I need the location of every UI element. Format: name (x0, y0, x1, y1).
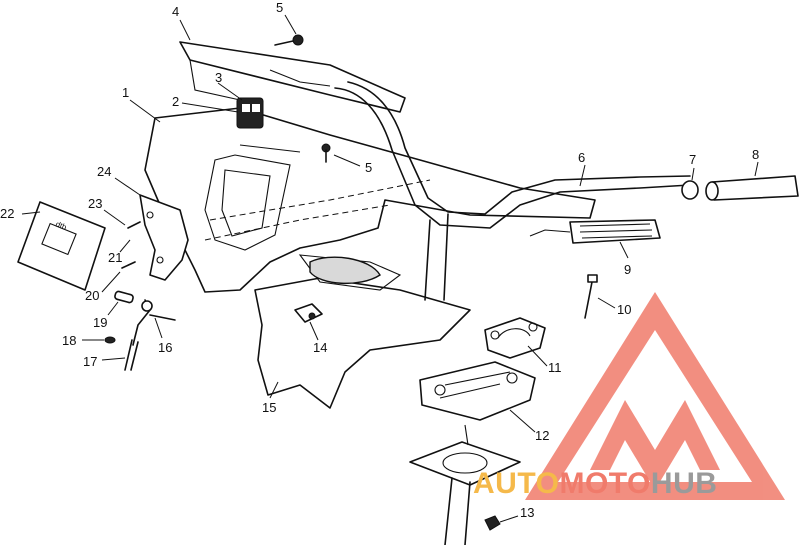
callout-5a: 5 (276, 0, 297, 35)
callout-18: 18 (62, 333, 104, 348)
callout-24: 24 (97, 164, 141, 196)
svg-text:AUTOMOTOHUB: AUTOMOTOHUB (473, 467, 717, 500)
callout-8: 8 (752, 147, 759, 177)
part-end-cap (681, 180, 699, 200)
callout-label: 16 (158, 340, 172, 355)
callout-label: 3 (215, 70, 222, 85)
callout-7: 7 (689, 152, 696, 181)
watermark-part-auto: AUTO (473, 467, 559, 500)
callout-12: 12 (509, 409, 549, 443)
callout-6: 6 (578, 150, 586, 187)
part-headlight-pod (144, 107, 596, 293)
callout-label: 13 (520, 505, 534, 520)
part-bolt (584, 274, 598, 319)
watermark-text: AUTOMOTOHUB (473, 467, 717, 500)
callout-9: 9 (619, 241, 631, 277)
svg-text:dtb: dtb (54, 220, 68, 233)
callout-label: 17 (83, 354, 97, 369)
part-lower-clamp (419, 361, 536, 421)
part-steering-post (409, 424, 521, 545)
part-right-grip (705, 175, 799, 201)
callout-23: 23 (88, 196, 126, 226)
part-screw-mid (321, 143, 331, 163)
callout-label: 4 (172, 4, 179, 19)
callout-4: 4 (172, 4, 191, 41)
callout-label: 7 (689, 152, 696, 167)
callout-label: 5 (276, 0, 283, 15)
callout-label: 9 (624, 262, 631, 277)
callout-label: 10 (617, 302, 631, 317)
callout-10: 10 (597, 297, 631, 317)
callout-17: 17 (83, 354, 126, 369)
callout-label: 24 (97, 164, 111, 179)
callout-label: 20 (85, 288, 99, 303)
callout-label: 14 (313, 340, 327, 355)
part-handlebar (334, 81, 691, 301)
callout-label: 12 (535, 428, 549, 443)
part-bracket (121, 194, 189, 281)
callout-16: 16 (154, 317, 172, 355)
callout-14: 14 (309, 321, 327, 355)
part-screw-top (274, 34, 304, 46)
callout-label: 19 (93, 315, 107, 330)
part-upper-clamp (484, 317, 546, 359)
logo-m-shape (590, 400, 720, 490)
callout-label: 23 (88, 196, 102, 211)
callout-2: 2 (172, 94, 239, 113)
callout-label: 18 (62, 333, 76, 348)
callout-3: 3 (215, 70, 243, 101)
callout-5b: 5 (333, 154, 372, 175)
callout-21: 21 (108, 239, 131, 265)
part-switch (236, 97, 264, 129)
callout-22: 22 (0, 206, 41, 221)
callout-1: 1 (122, 85, 161, 123)
watermark-part-moto: MOTO (559, 467, 650, 500)
callout-15: 15 (262, 381, 279, 415)
callout-13: 13 (499, 505, 534, 523)
callout-label: 6 (578, 150, 585, 165)
part-instrument-cover: dtb (17, 201, 106, 291)
callout-19: 19 (93, 301, 119, 330)
part-left-grip (529, 219, 661, 244)
callout-label: 15 (262, 400, 276, 415)
callout-label: 1 (122, 85, 129, 100)
callout-label: 22 (0, 206, 14, 221)
callout-label: 11 (548, 360, 562, 375)
part-top-cover (179, 41, 406, 113)
callout-11: 11 (527, 345, 562, 375)
callout-label: 21 (108, 250, 122, 265)
callout-label: 5 (365, 160, 372, 175)
watermark-logo (525, 292, 785, 500)
callout-label: 2 (172, 94, 179, 109)
callout-label: 8 (752, 147, 759, 162)
part-cable-assembly (104, 290, 176, 371)
part-damper (294, 303, 323, 323)
callout-20: 20 (85, 271, 121, 303)
watermark-part-hub: HUB (651, 467, 718, 500)
